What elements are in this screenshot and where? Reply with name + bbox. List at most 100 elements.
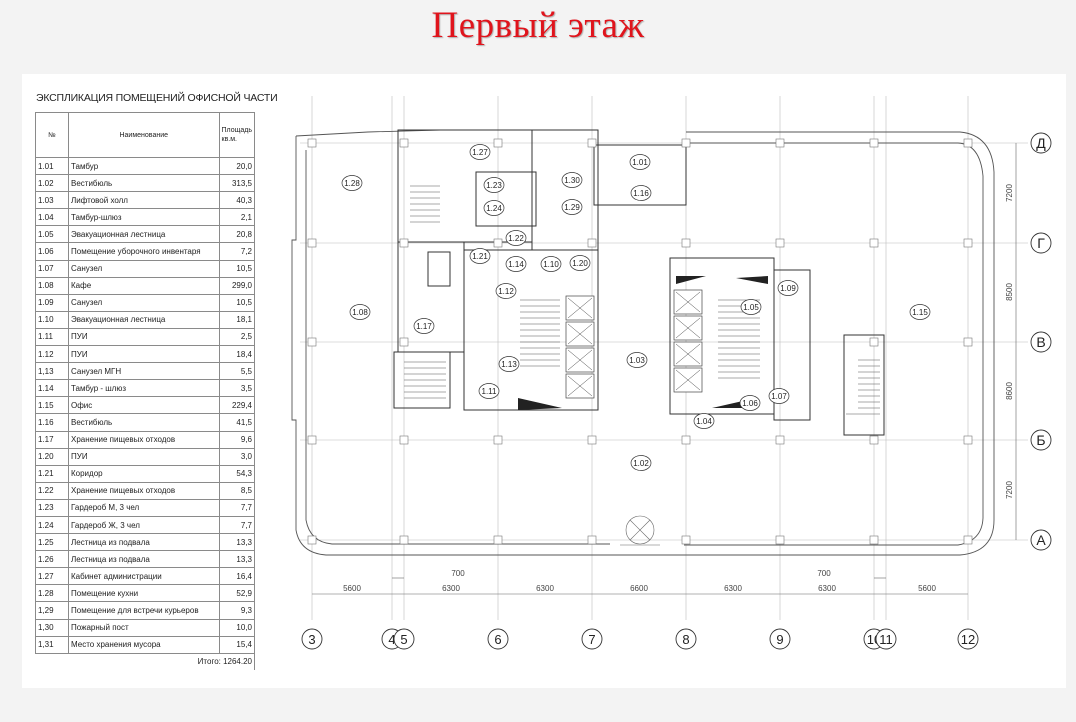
horizontal-dim-label: 5600 [343, 584, 361, 593]
column-axis-marker: 5 [393, 628, 415, 650]
cell-name: Вестибюль [68, 413, 220, 432]
room-tag: 1.09 [777, 280, 799, 296]
cell-name: Санузел [68, 259, 220, 278]
cell-area: 3,0 [218, 447, 256, 466]
svg-text:1.21: 1.21 [472, 252, 488, 261]
table-total-row: Итого: 1264.20 [36, 652, 255, 670]
room-tag: 1.24 [483, 200, 505, 216]
svg-text:1.27: 1.27 [472, 148, 488, 157]
cell-area: 41,5 [218, 413, 256, 432]
svg-text:1.24: 1.24 [486, 204, 502, 213]
svg-text:1.12: 1.12 [498, 287, 514, 296]
cell-name: ПУИ [68, 345, 220, 364]
room-tag: 1.27 [469, 144, 491, 160]
offset-dim-label: 700 [817, 569, 831, 578]
cell-num: 1.08 [35, 276, 69, 295]
svg-text:А: А [1036, 532, 1046, 548]
row-axis-marker: Г [1030, 232, 1052, 254]
room-tag: 1.17 [413, 318, 435, 334]
cell-num: 1.22 [35, 481, 69, 500]
room-tag: 1.02 [630, 455, 652, 471]
cell-area: 299,0 [218, 276, 256, 295]
column-axis-marker: 7 [581, 628, 603, 650]
room-tag: 1.06 [739, 395, 761, 411]
horizontal-dim-label: 6300 [442, 584, 460, 593]
room-tag: 1.08 [349, 304, 371, 320]
room-tag: 1.13 [498, 356, 520, 372]
horizontal-dim-label: 6300 [724, 584, 742, 593]
row-axis-marker: В [1030, 331, 1052, 353]
cell-area: 10,5 [218, 293, 256, 312]
column-axis-marker: 6 [487, 628, 509, 650]
room-tag: 1.15 [909, 304, 931, 320]
svg-text:3: 3 [308, 632, 315, 647]
svg-text:1.08: 1.08 [352, 308, 368, 317]
cell-num: 1.21 [35, 464, 69, 483]
svg-text:1.23: 1.23 [486, 181, 502, 190]
svg-text:1.14: 1.14 [508, 260, 524, 269]
cell-num: 1.15 [35, 396, 69, 415]
room-tag: 1.20 [569, 255, 591, 271]
cell-area: 229,4 [218, 396, 256, 415]
cell-area: 9,6 [218, 430, 256, 449]
svg-text:1.05: 1.05 [743, 303, 759, 312]
svg-text:6: 6 [494, 632, 501, 647]
column-header-num: № [35, 112, 69, 158]
offset-dim-label: 700 [451, 569, 465, 578]
cell-area: 3,5 [218, 379, 256, 398]
page-title: Первый этаж [431, 5, 645, 46]
svg-text:1.07: 1.07 [771, 392, 787, 401]
cell-name: Хранение пищевых отходов [68, 430, 220, 449]
cell-area: 18,4 [218, 345, 256, 364]
svg-text:1.09: 1.09 [780, 284, 796, 293]
room-tag: 1.22 [505, 230, 527, 246]
svg-text:1.22: 1.22 [508, 234, 524, 243]
svg-text:8: 8 [682, 632, 689, 647]
column-axis-marker: 8 [675, 628, 697, 650]
room-tag: 1.03 [626, 352, 648, 368]
svg-text:1.29: 1.29 [564, 203, 580, 212]
cell-num: 1.23 [35, 498, 69, 517]
cell-num: 1.16 [35, 413, 69, 432]
column-header-name: Наименование [68, 112, 220, 158]
cell-num: 1.11 [35, 327, 69, 347]
cell-num: 1.09 [35, 293, 69, 312]
cell-area: 52,9 [218, 584, 256, 603]
room-tag: 1.23 [483, 177, 505, 193]
cell-num: 1.10 [35, 310, 69, 329]
svg-text:Б: Б [1036, 432, 1045, 448]
column-axis-marker: 12 [957, 628, 979, 650]
horizontal-dim-label: 6300 [818, 584, 836, 593]
column-axis-marker: 11 [875, 628, 897, 650]
vertical-dim-label: 7200 [1005, 184, 1014, 202]
cell-num: 1,13 [35, 362, 69, 381]
svg-text:1.15: 1.15 [912, 308, 928, 317]
room-tag: 1.05 [740, 299, 762, 315]
row-axis-marker: А [1030, 529, 1052, 551]
room-tag: 1.01 [629, 154, 651, 170]
room-tag: 1.29 [561, 199, 583, 215]
cell-num: 1.07 [35, 259, 69, 278]
column-squares [307, 138, 973, 545]
explication-heading: ЭКСПЛИКАЦИЯ ПОМЕЩЕНИЙ ОФИСНОЙ ЧАСТИ [36, 92, 278, 104]
cell-name: Санузел [68, 293, 220, 312]
elevator-crosses [567, 291, 701, 397]
column-axis-marker: 3 [301, 628, 323, 650]
horizontal-dim-label: 5600 [918, 584, 936, 593]
